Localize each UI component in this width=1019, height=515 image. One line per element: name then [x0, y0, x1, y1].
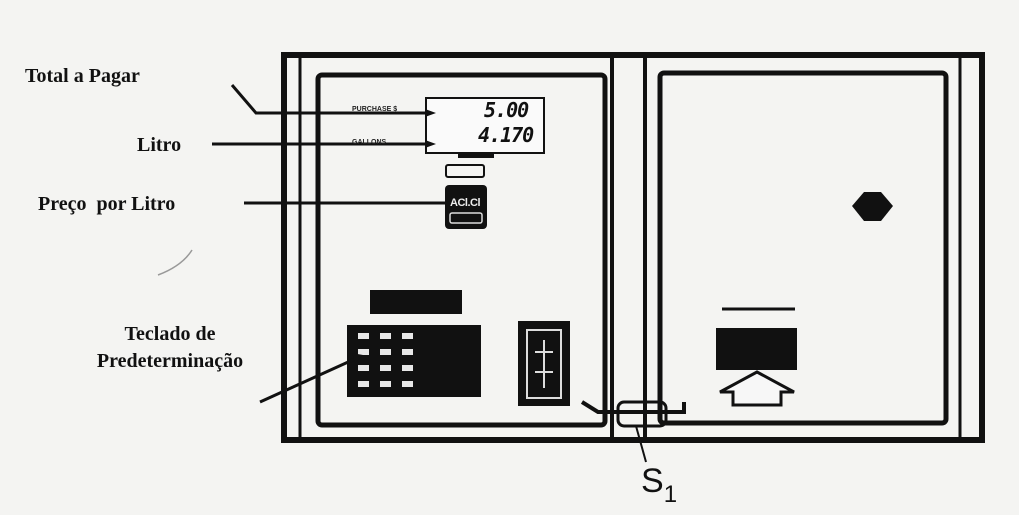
label-teclado: Teclado de Predeterminação — [55, 321, 285, 375]
label-teclado-line2: Predeterminação — [96, 350, 244, 372]
label-preco-por-litro: Preço por Litro — [38, 193, 176, 215]
leader-preco-arrowhead — [452, 199, 462, 207]
leader-teclado — [259, 356, 358, 404]
display-base-bar — [458, 154, 494, 158]
left-door-panel — [315, 72, 608, 428]
label-teclado-line1: Teclado de — [124, 323, 216, 345]
sensor-s1-body — [616, 400, 668, 428]
price-display-top-slot — [445, 164, 485, 178]
sensor-s1-bracket — [580, 400, 686, 414]
preset-keypad — [347, 325, 481, 397]
label-total-a-pagar: Total a Pagar — [25, 65, 140, 87]
display-preco-value: ACl.Cl — [450, 197, 481, 209]
nozzle-icon — [535, 340, 553, 388]
leader-litro-arrowhead — [425, 140, 436, 148]
display-tag-total: PURCHASE $ — [352, 106, 398, 113]
main-display-window — [425, 97, 545, 154]
label-litro: Litro — [137, 134, 182, 156]
keypad-header-bar — [370, 290, 462, 314]
label-sensor-s1: S1 — [641, 462, 677, 509]
right-door-panel — [657, 70, 949, 426]
keypad-keys — [358, 333, 413, 387]
dispenser-outer-frame — [281, 52, 985, 443]
display-tag-litro: GALLONS — [352, 139, 387, 146]
leader-total — [230, 84, 425, 115]
label-sensor-base: S — [641, 462, 664, 500]
nozzle-holster-inner — [526, 329, 562, 399]
display-litro-value: 4.170 — [478, 123, 534, 147]
right-panel-block — [716, 328, 797, 370]
display-total-value: 5.00 — [484, 98, 529, 122]
pencil-smudge — [157, 249, 193, 276]
lock-hexagon-icon — [852, 192, 893, 221]
up-arrow-icon — [719, 370, 795, 407]
leader-teclado-arrowhead — [352, 353, 363, 363]
price-display-window — [445, 185, 487, 229]
price-display-lower-slot — [449, 212, 483, 224]
label-sensor-sub: 1 — [663, 481, 678, 508]
leader-total-arrowhead — [425, 109, 436, 117]
sensor-s1-leader — [635, 425, 647, 463]
